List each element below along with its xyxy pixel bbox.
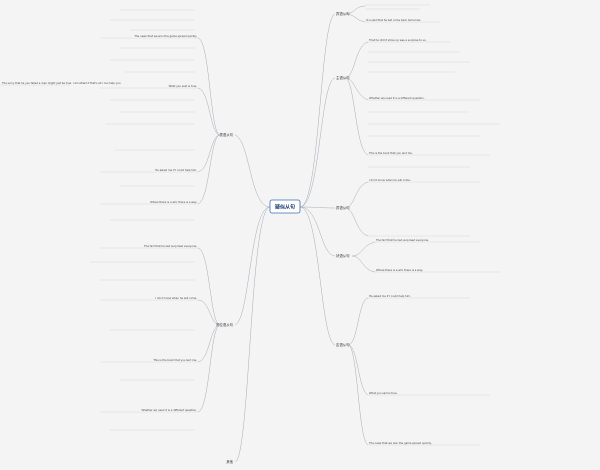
leaf-text: He asked me if I could help him. — [369, 294, 411, 298]
side-note-text: The sorry that he you falled a man might… — [2, 81, 121, 85]
branch-label: 宾语从句 — [336, 205, 350, 210]
leaf-text: Where there is a will, there is a way. — [376, 268, 423, 272]
branch-label: 同位语从句 — [216, 322, 234, 327]
leaf-text: That he didn't show up was a surprise to… — [369, 38, 427, 42]
branch-label: 宾语从句 — [336, 11, 350, 16]
leaf-text: This is the book that you lent me. — [153, 358, 197, 362]
branch-labels: 宾语从句 主语从句 宾语从句 状语从句 定语从句 表语从句 同位语从句 其他 — [216, 11, 350, 464]
branch-label: 状语从句 — [336, 253, 350, 258]
trunk-links — [234, 13, 336, 463]
side-note: The sorry that he you falled a man might… — [0, 81, 121, 86]
branch-label: 主语从句 — [336, 75, 350, 80]
branch-label: 表语从句 — [219, 132, 233, 137]
leaf-text: What you said is true. — [169, 84, 198, 88]
leaf-text: The fact that he lied surprised everyone… — [376, 238, 429, 242]
leaf-text: Whether we need it is a different questi… — [369, 96, 425, 100]
branch-label: 其他 — [226, 459, 233, 464]
left-subtree — [197, 37, 221, 413]
left-leaf-texts: The news that we won the game spread qui… — [134, 34, 197, 412]
leaf-text: The news that we won the game spread qui… — [134, 34, 197, 38]
right-leaf-texts: It is said that he will come back tomorr… — [366, 18, 432, 445]
leaf-text: The news that we won the game spread qui… — [369, 441, 432, 445]
right-leaves — [365, 4, 500, 446]
branch-label: 定语从句 — [336, 342, 350, 347]
leaf-text: Where there is a will, there is a way. — [150, 200, 197, 204]
leaf-text: He asked me if I could help him. — [155, 168, 197, 172]
left-leaves — [90, 9, 198, 431]
leaf-text: What you said is true. — [369, 391, 398, 395]
root-label: 疑似从句 — [275, 204, 295, 211]
root-node[interactable]: 疑似从句 — [269, 199, 301, 214]
leaf-text: I don't know when he will come. — [155, 296, 197, 300]
right-subtree — [344, 5, 376, 446]
leaf-text: It is said that he will come back tomorr… — [366, 18, 421, 22]
leaf-text: This is the book that you lent me. — [369, 151, 413, 155]
leaf-text: The fact that he lied surprised everyone… — [144, 244, 197, 248]
leaf-text: Whether we need it is a different questi… — [141, 408, 197, 412]
leaf-text: I don't know when he will come. — [369, 178, 411, 182]
